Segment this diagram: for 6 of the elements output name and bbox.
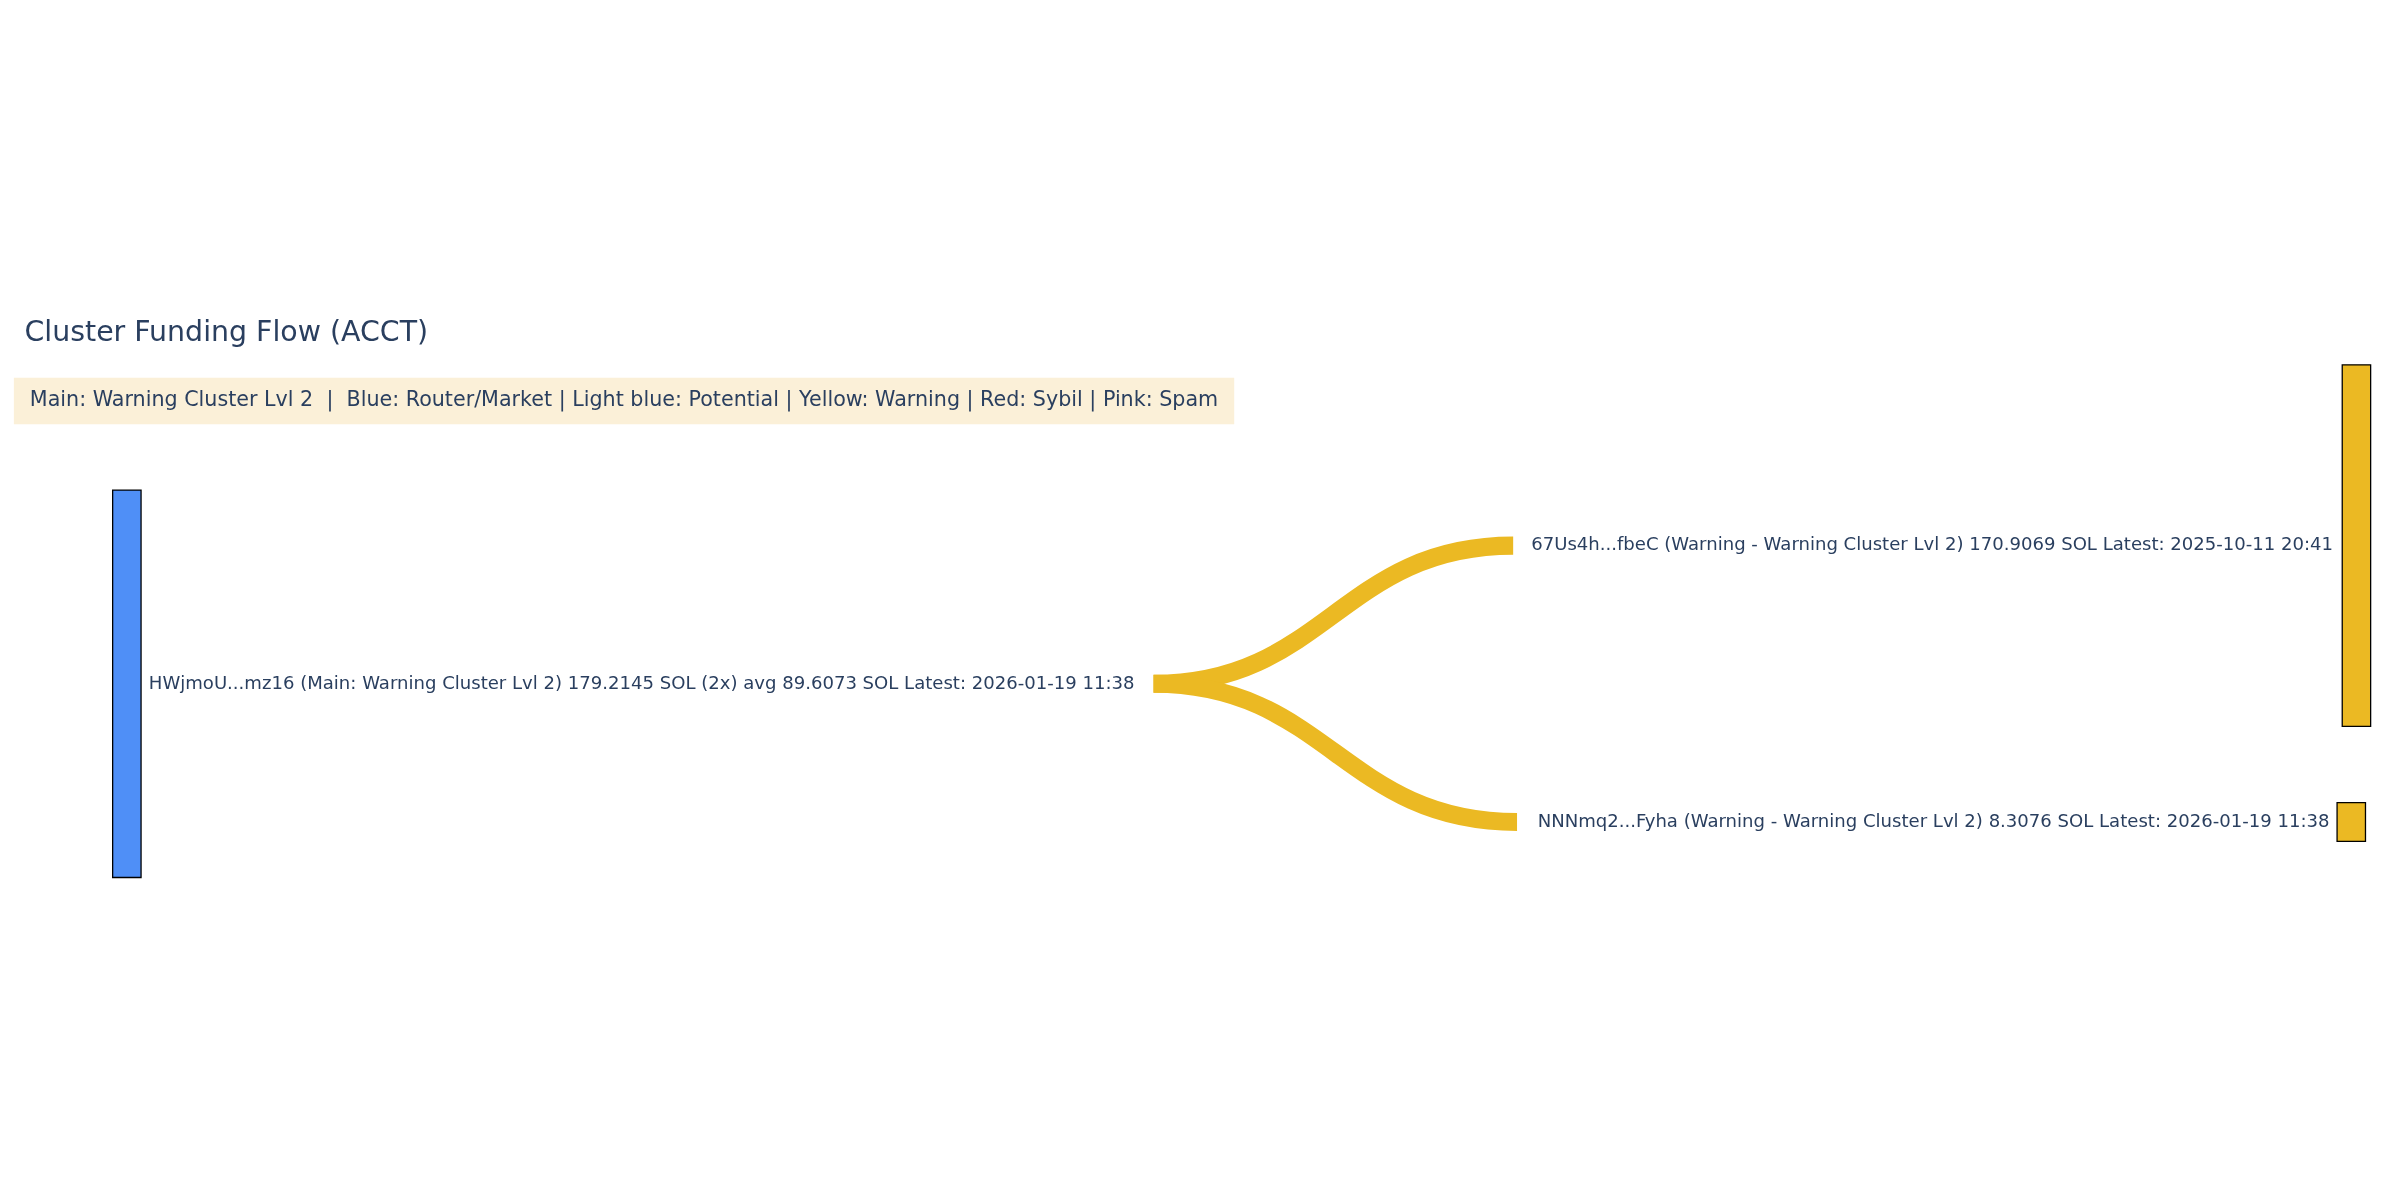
connector xyxy=(1152,674,1518,831)
node-label: 67Us4h...fbeC (Warning - Warning Cluster Lvl 2) 170.9069 SOL Latest: 2025-10-11 20:41 xyxy=(1531,532,2334,554)
node-label: NNNmq2...Fyha (Warning - Warning Cluster Lvl 2) 8.3076 SOL Latest: 2026-01-19 11:38 xyxy=(1537,809,2330,831)
label: Main: Warning Cluster Lvl 2 | Blue: Router/Market | Light blue: Potential | Yellow: Warning | Red: Sybil | Pink: Spam xyxy=(29,386,1219,411)
node-label: HWjmoU...mz16 (Main: Warning Cluster Lvl 2) 179.2145 SOL (2x) avg 89.6073 SOL Latest: 2026-01-19 11:38 xyxy=(148,671,1135,693)
diagram-title: Cluster Funding Flow (ACCT) xyxy=(24,314,429,348)
